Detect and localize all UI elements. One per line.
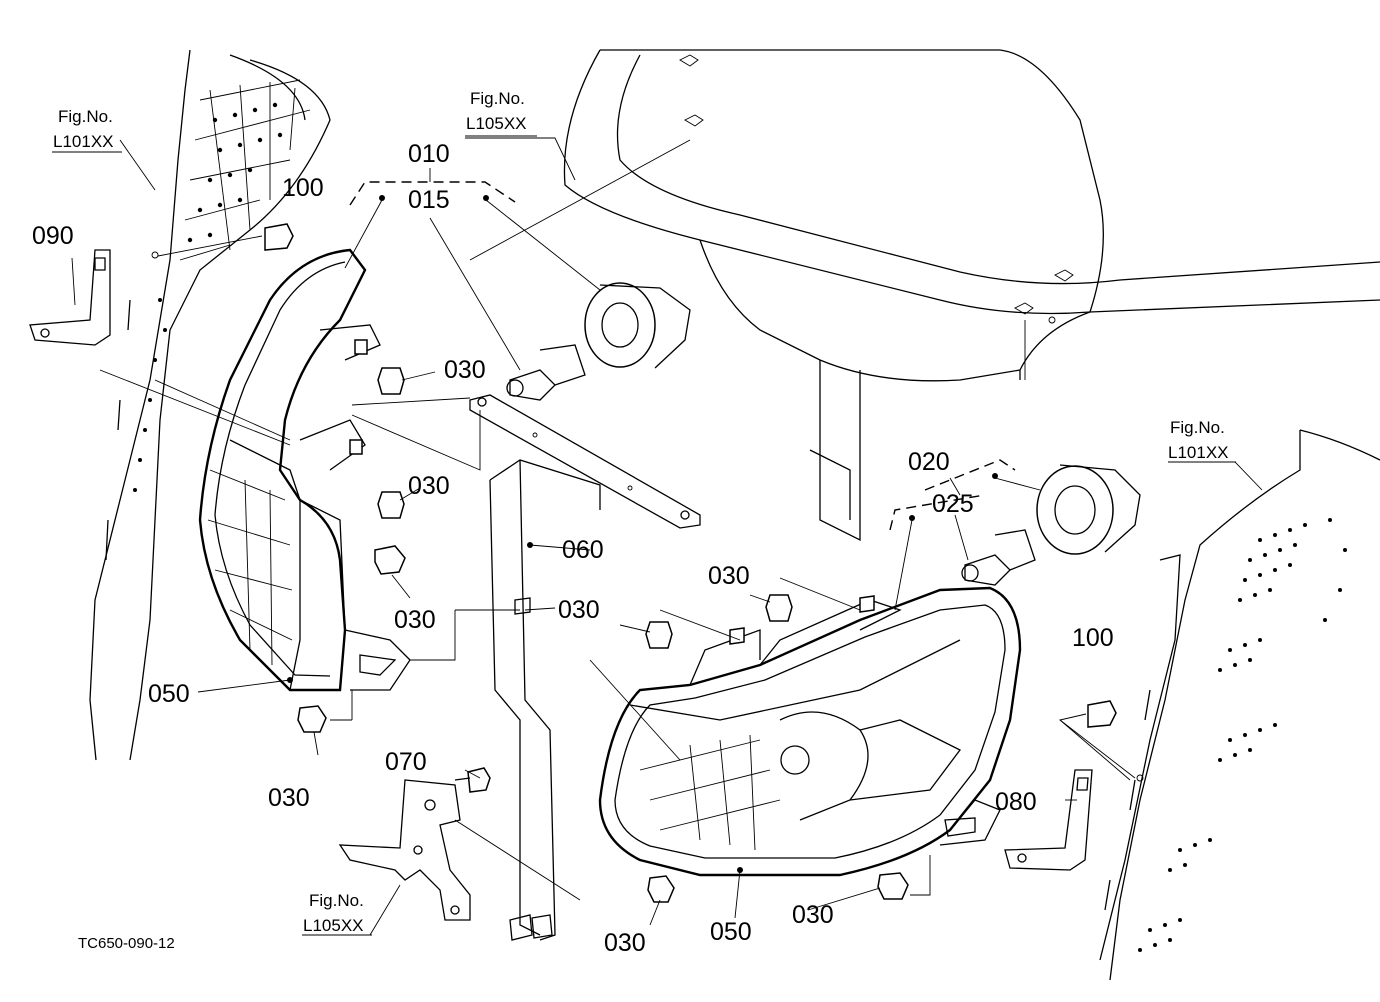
part-label-090: 090 <box>32 222 74 250</box>
fig-ref-code: L101XX <box>1168 443 1229 462</box>
fig-ref-top-center: Fig.No. L105XX <box>465 89 537 137</box>
part-label-030: 030 <box>792 901 834 929</box>
fig-ref-code: L101XX <box>53 132 114 151</box>
right-headlight <box>598 586 1022 877</box>
part-label-015: 015 <box>408 186 450 214</box>
bracket-070 <box>338 779 471 921</box>
part-label-025: 025 <box>932 490 974 518</box>
bracket-090 <box>29 249 111 346</box>
leader-dots <box>287 195 998 873</box>
bracket-080 <box>1004 769 1093 871</box>
part-label-050: 050 <box>710 918 752 946</box>
part-label-030: 030 <box>604 929 646 957</box>
part-label-070: 070 <box>385 748 427 776</box>
bracket-060 <box>489 459 601 941</box>
fig-ref-caption: Fig.No. <box>1170 418 1225 437</box>
bulb-015 <box>506 344 586 401</box>
fig-ref-caption: Fig.No. <box>470 89 525 108</box>
bar-bracket <box>469 394 701 529</box>
part-label-100: 100 <box>282 174 324 202</box>
bulb-025 <box>961 529 1036 586</box>
part-label-020: 020 <box>908 448 950 476</box>
right-grille-panel <box>1099 429 1380 981</box>
left-headlight <box>198 248 411 692</box>
part-label-030: 030 <box>408 472 450 500</box>
drawing-code: TC650-090-12 <box>78 935 175 952</box>
part-label-030: 030 <box>394 606 436 634</box>
fig-ref-caption: Fig.No. <box>309 891 364 910</box>
part-label-060: 060 <box>562 536 604 564</box>
part-label-100: 100 <box>1072 624 1114 652</box>
part-label-010: 010 <box>408 140 450 168</box>
part-label-050: 050 <box>148 680 190 708</box>
fig-ref-bottom: Fig.No. L105XX <box>302 891 372 936</box>
fig-ref-code: L105XX <box>466 114 527 133</box>
part-label-030: 030 <box>708 562 750 590</box>
part-label-030: 030 <box>558 596 600 624</box>
part-label-030: 030 <box>444 356 486 384</box>
fig-ref-code: L105XX <box>303 916 364 935</box>
hood-panel <box>469 49 1380 542</box>
part-label-080: 080 <box>995 788 1037 816</box>
left-grille-panel <box>89 49 331 761</box>
fig-ref-caption: Fig.No. <box>58 107 113 126</box>
fasteners <box>264 223 1117 903</box>
socket-010 <box>584 282 691 369</box>
fig-ref-top-left: Fig.No. L101XX <box>52 107 122 153</box>
fig-ref-right: Fig.No. L101XX <box>1168 418 1236 463</box>
part-labels: 010 015 100 090 030 030 030 030 050 030 … <box>32 140 1114 957</box>
socket-020 <box>1036 464 1141 555</box>
part-label-030: 030 <box>268 784 310 812</box>
